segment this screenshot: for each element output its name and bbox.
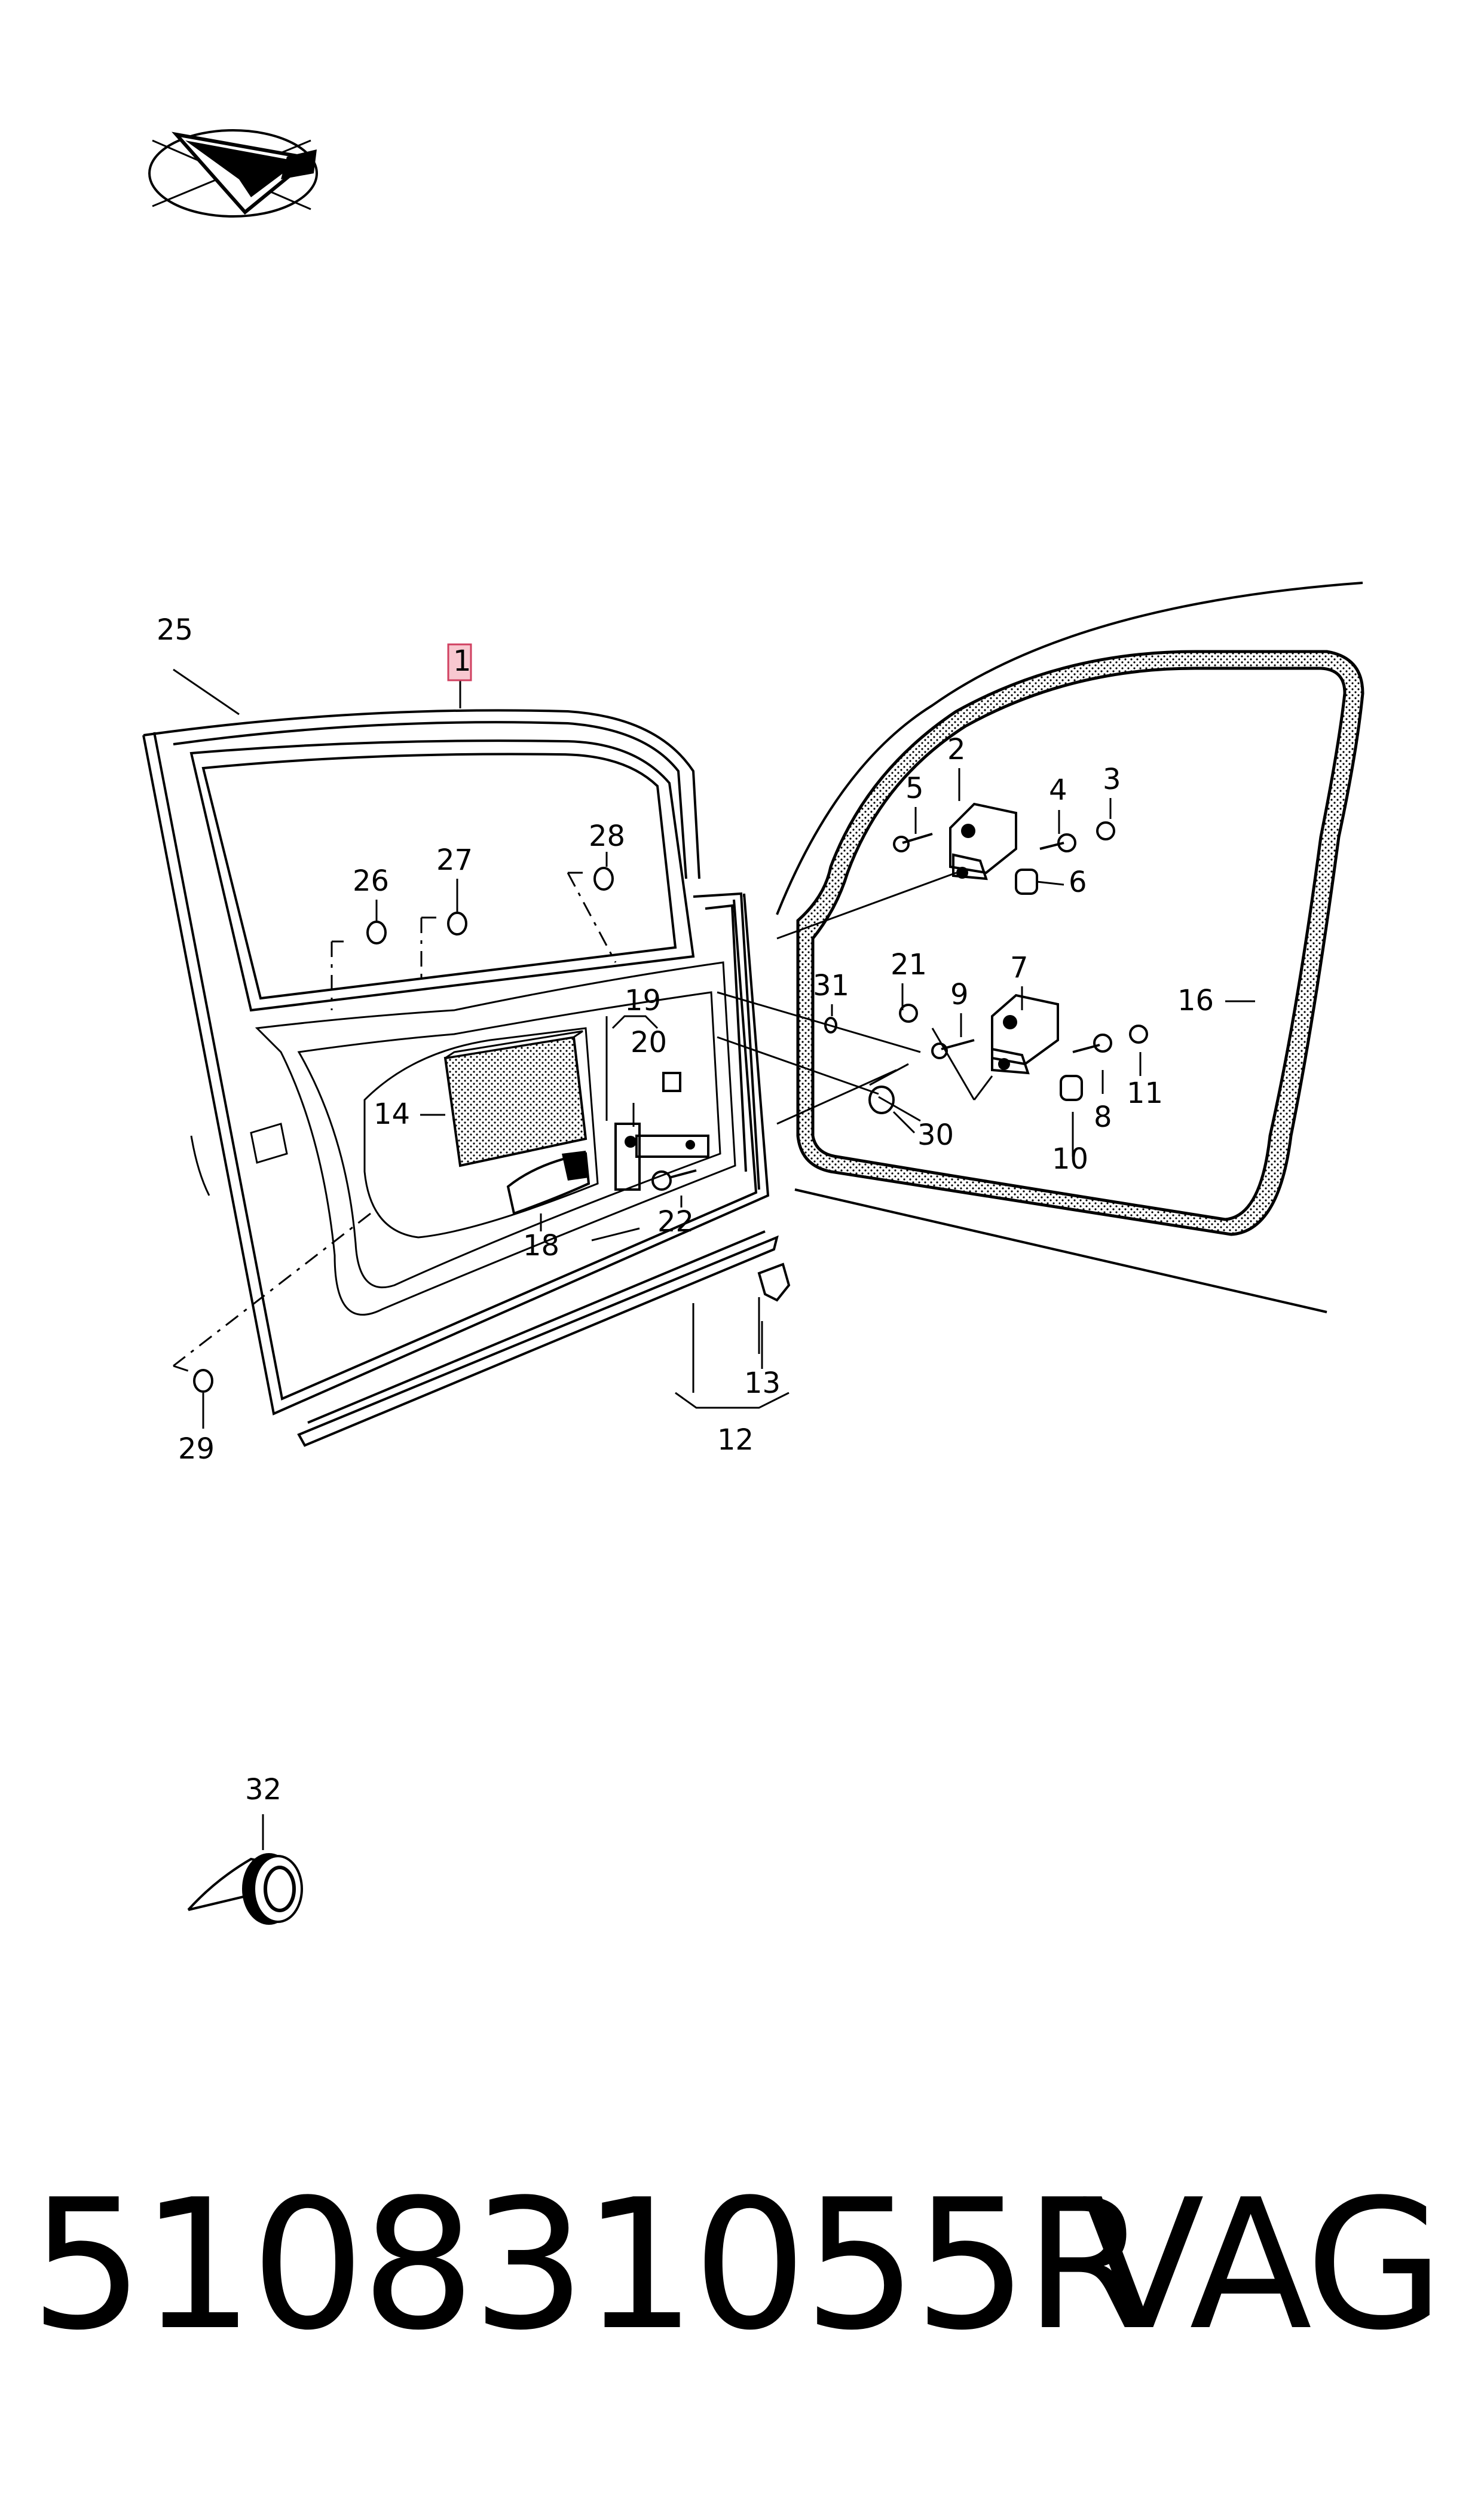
callout-4: 4 [1049, 774, 1067, 807]
bolt-22 [651, 1169, 697, 1191]
body-aperture [776, 582, 1364, 1313]
label-ticks [202, 768, 1255, 1429]
callout-6: 6 [1069, 866, 1087, 899]
callout-32: 32 [245, 1773, 281, 1806]
callout-28: 28 [589, 820, 625, 853]
sound-insulation-pad [443, 1030, 588, 1167]
callout-3: 3 [1103, 763, 1121, 796]
callout-5: 5 [905, 772, 924, 805]
brand-name: VAG [1082, 2161, 1444, 2370]
callout-26: 26 [353, 864, 389, 898]
door-seal [796, 650, 1364, 1236]
highlight-box [447, 643, 472, 681]
callout-25: 25 [157, 613, 193, 647]
callout-21: 21 [891, 948, 927, 982]
leader-lines [173, 668, 993, 1409]
callout-20: 20 [631, 1026, 667, 1059]
plugs [193, 867, 895, 1393]
callout-16: 16 [1177, 984, 1214, 1017]
callout-22: 22 [657, 1205, 694, 1239]
callout-8: 8 [1094, 1100, 1112, 1134]
front-door-shell [142, 709, 779, 1447]
callout-31: 31 [813, 969, 849, 1002]
callout-13: 13 [744, 1366, 781, 1400]
orientation-arrow-icon [148, 129, 318, 218]
door-check-strap [614, 1072, 709, 1191]
door-handle [506, 1151, 590, 1215]
callout-1: 1 [453, 644, 472, 678]
callout-7: 7 [1010, 951, 1029, 985]
callout-labels: 1 2 3 4 5 6 7 8 9 10 11 12 13 14 16 18 1… [157, 613, 1214, 1806]
callout-2: 2 [947, 733, 966, 766]
callout-12: 12 [717, 1423, 754, 1457]
tape-roll-icon [187, 1814, 303, 1925]
callout-10: 10 [1052, 1142, 1088, 1176]
callout-27: 27 [436, 843, 473, 877]
callout-18: 18 [523, 1229, 559, 1262]
callout-11: 11 [1127, 1077, 1163, 1110]
callout-19: 19 [625, 984, 661, 1017]
callout-9: 9 [950, 978, 969, 1011]
callout-29: 29 [178, 1432, 215, 1466]
lower-hinge [899, 993, 1148, 1101]
part-number: 510831055R [30, 2161, 1149, 2370]
callout-14: 14 [374, 1097, 410, 1131]
callout-30: 30 [917, 1118, 954, 1152]
